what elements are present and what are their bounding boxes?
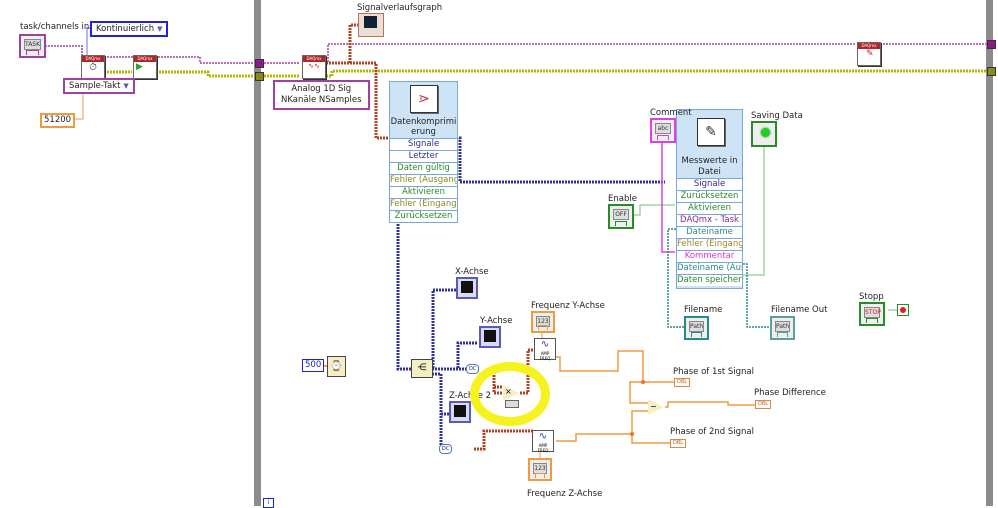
saving-data-led-indicator bbox=[751, 121, 777, 147]
freq-y-indicator: 123 bbox=[531, 311, 555, 333]
y-axis-graph-label: Y-Achse bbox=[480, 316, 513, 326]
dropdown-arrow-icon: ▼ bbox=[157, 25, 163, 33]
freq-y-label: Frequenz Y-Achse bbox=[531, 301, 605, 311]
comment-label: Comment bbox=[650, 108, 692, 118]
wait-ms-function[interactable]: ⌚ bbox=[327, 356, 346, 377]
filename-out-label: Filename Out bbox=[771, 305, 828, 315]
terminal-aktivieren[interactable]: Aktivieren bbox=[390, 186, 457, 198]
x-axis-graph-terminal[interactable] bbox=[456, 277, 478, 299]
terminal-letzter[interactable]: Letzter bbox=[390, 150, 457, 162]
dynamic-to-waveform-conversion-y[interactable]: DC bbox=[466, 364, 480, 374]
saving-data-label: Saving Data bbox=[751, 111, 803, 121]
waveform-graph-terminal[interactable] bbox=[358, 13, 384, 37]
multiply-function[interactable] bbox=[503, 385, 519, 401]
flat-sequence-frame-right-border bbox=[986, 0, 993, 506]
phase-1st-signal-indicator: DBL bbox=[674, 378, 691, 387]
filename-out-indicator: Path bbox=[770, 316, 795, 340]
clock-icon: ⌚ bbox=[330, 361, 343, 372]
terminal-zuruecksetzen[interactable]: Zurücksetzen bbox=[390, 210, 457, 222]
terminal-fehler-eingang[interactable]: Fehler (Eingang, bbox=[390, 198, 457, 210]
phase-2nd-signal-label: Phase of 2nd Signal bbox=[670, 427, 754, 437]
compression-icon: ⋗ bbox=[410, 85, 438, 113]
multiply-constant[interactable] bbox=[505, 400, 519, 408]
timing-type-ring[interactable]: Sample-Takt▼ bbox=[63, 78, 135, 94]
terminal-fehler-eingang[interactable]: Fehler (Eingang, bbox=[677, 238, 742, 250]
terminal-dateiname-ausgang[interactable]: Dateiname (Aus bbox=[677, 262, 742, 274]
terminal-signale[interactable]: Signale bbox=[677, 178, 742, 190]
x-axis-graph-label: X-Achse bbox=[455, 267, 489, 277]
terminal-daqmx-task[interactable]: DAQmx - Task bbox=[677, 214, 742, 226]
error-tunnel-right bbox=[987, 67, 996, 76]
daqmx-timing-vi[interactable]: DAQmx⏱ bbox=[81, 55, 105, 79]
dropdown-arrow-icon: ▼ bbox=[123, 82, 129, 90]
terminal-aktivieren[interactable]: Aktivieren bbox=[677, 202, 742, 214]
split-signals-function[interactable]: ⋲ bbox=[411, 359, 433, 378]
read-polymorph-selector[interactable]: Analog 1D Sig NKanäle NSamples bbox=[273, 80, 370, 110]
waveform-graph-label: Signalverlaufsgraph bbox=[357, 3, 443, 13]
subtract-symbol: − bbox=[650, 402, 657, 411]
terminal-zuruecksetzen[interactable]: Zurücksetzen bbox=[677, 190, 742, 202]
terminal-daten-speichern[interactable]: Daten speichern bbox=[677, 274, 742, 286]
daqmx-clear-task-vi[interactable]: DAQmx✎ bbox=[857, 42, 881, 66]
write-to-measurement-file-express-vi[interactable]: ✎ Messwerte in Datei schreiben Signale Z… bbox=[676, 109, 743, 289]
stopp-label: Stopp bbox=[859, 292, 884, 302]
z-axis-graph-terminal[interactable] bbox=[449, 401, 471, 423]
daqmx-start-task-vi[interactable]: DAQmx▶ bbox=[133, 55, 157, 79]
error-tunnel-left bbox=[255, 72, 264, 81]
loop-condition-terminal[interactable] bbox=[897, 304, 909, 316]
fft-amp-freq-y[interactable]: ∿ AMP FREQ bbox=[534, 338, 556, 361]
enable-control[interactable]: OFF bbox=[608, 204, 634, 229]
phase-1st-signal-label: Phase of 1st Signal bbox=[673, 367, 754, 377]
y-axis-graph-terminal[interactable] bbox=[479, 326, 501, 348]
terminal-signale[interactable]: Signale bbox=[390, 138, 457, 150]
terminal-kommentar[interactable]: Kommentar bbox=[677, 250, 742, 262]
enable-label: Enable bbox=[608, 194, 637, 204]
terminal-fehler-ausgang[interactable]: Fehler (Ausgang bbox=[390, 174, 457, 186]
loop-iteration-terminal: i bbox=[263, 498, 274, 508]
led-icon bbox=[761, 128, 770, 137]
wait-ms-constant[interactable]: 500 bbox=[302, 359, 325, 372]
phase-difference-label: Phase Difference bbox=[754, 388, 826, 398]
phase-2nd-signal-indicator: DBL bbox=[670, 439, 687, 448]
freq-z-indicator: 123 bbox=[528, 458, 552, 481]
dynamic-to-waveform-conversion-z[interactable]: DC bbox=[439, 444, 453, 454]
terminal-daten-gueltig[interactable]: Daten gültig bbox=[390, 162, 457, 174]
task-channels-control[interactable]: TASK bbox=[19, 34, 46, 58]
write-file-icon: ✎ bbox=[697, 118, 725, 146]
task-tunnel-left bbox=[255, 59, 264, 68]
terminal-dateiname[interactable]: Dateiname bbox=[677, 226, 742, 238]
data-compression-express-vi[interactable]: ⋗ Datenkomprimi erung Signale Letzter Da… bbox=[389, 81, 458, 223]
sample-mode-ring[interactable]: Kontinuierlich▼ bbox=[90, 21, 169, 37]
freq-z-label: Frequenz Z-Achse bbox=[527, 489, 603, 499]
flat-sequence-frame-left-border bbox=[254, 0, 261, 506]
task-tunnel-right bbox=[987, 40, 996, 49]
highlight-annotation-circle bbox=[470, 362, 550, 426]
filename-control[interactable]: Path bbox=[684, 316, 709, 340]
subtract-function[interactable] bbox=[648, 399, 664, 415]
comment-control[interactable]: abc bbox=[650, 118, 676, 143]
multiply-symbol: × bbox=[505, 387, 512, 396]
spectrum-icon: ∿ bbox=[538, 431, 548, 442]
stop-if-true-icon bbox=[900, 307, 906, 313]
fft-amp-freq-z[interactable]: ∿ AMP FREQ bbox=[532, 430, 554, 453]
filename-label: Filename bbox=[684, 305, 723, 315]
phase-difference-indicator: DBL bbox=[755, 400, 772, 409]
stop-button-control[interactable]: STOP bbox=[859, 302, 885, 326]
spectrum-icon: ∿ bbox=[540, 339, 550, 350]
sample-rate-constant[interactable]: 51200 bbox=[40, 113, 76, 128]
task-channels-label: task/channels in bbox=[20, 22, 90, 32]
daqmx-read-vi[interactable]: DAQmx∿∿ bbox=[302, 55, 326, 79]
